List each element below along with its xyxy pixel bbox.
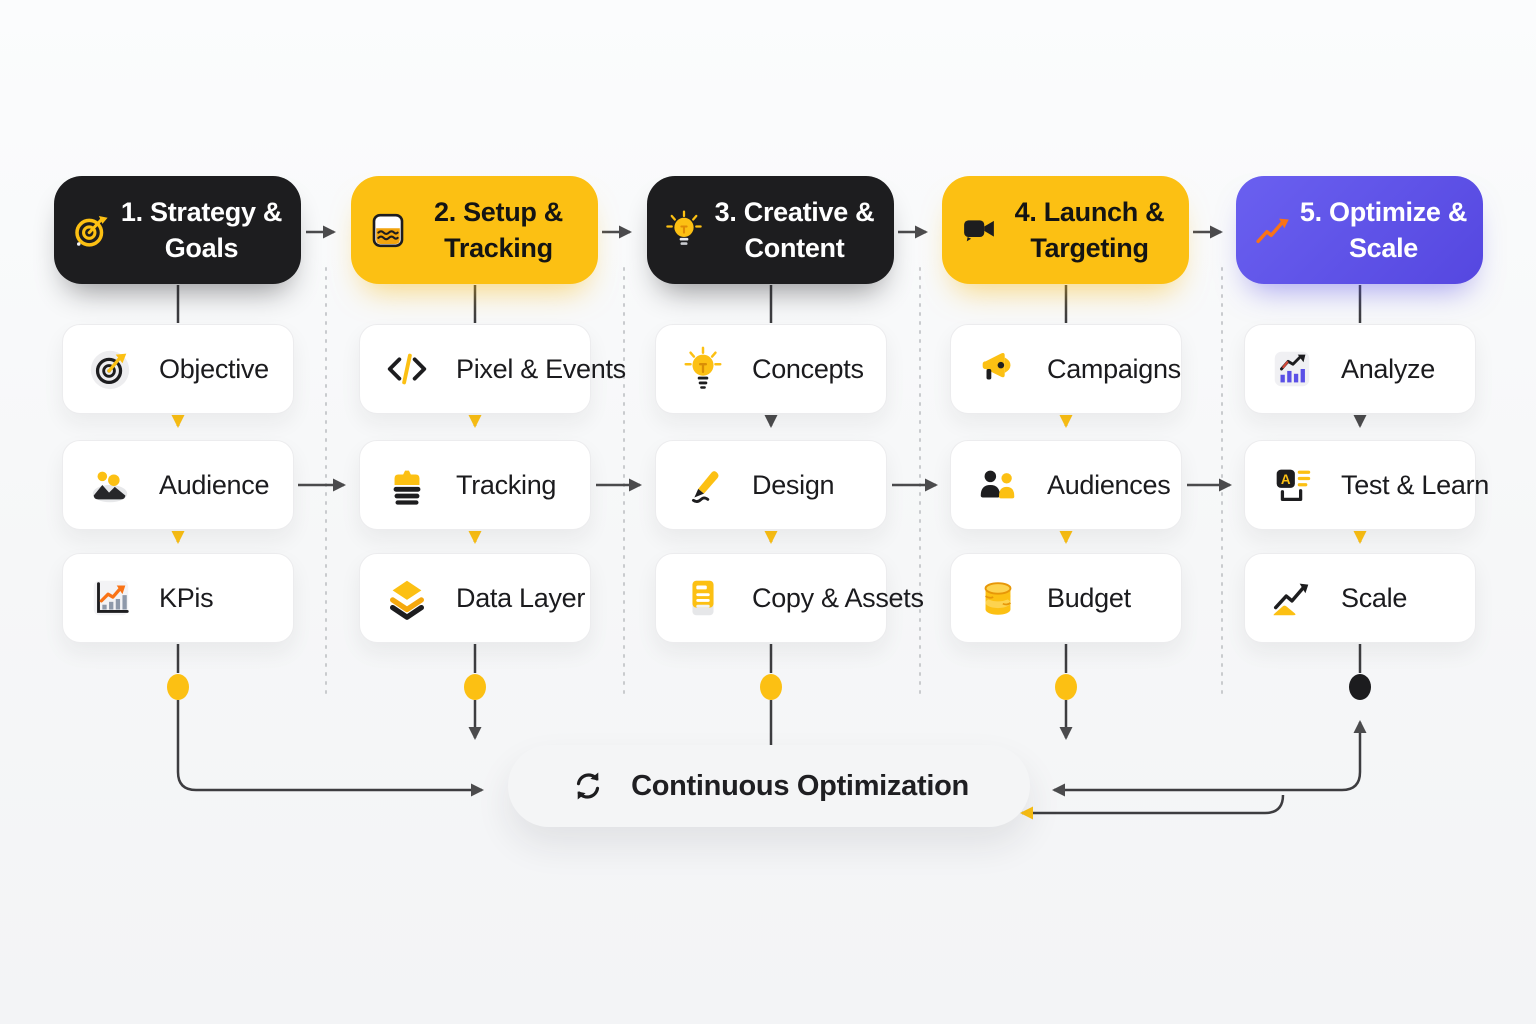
node-analyze: Analyze [1244,324,1476,414]
container-waves-icon [367,209,409,251]
header-creative-content: 3. Creative & Content [647,176,894,284]
node-label: Tracking [456,469,557,500]
header-strategy-goals: 1. Strategy & Goals [54,176,301,284]
megaphone-icon [975,346,1021,392]
audience-people-icon [87,462,133,508]
node-tracking: Tracking [359,440,591,530]
node-campaigns: Campaigns [950,324,1182,414]
growth-arrow-icon [1269,575,1315,621]
node-label: Data Layer [456,582,586,613]
node-label: Analyze [1341,353,1435,384]
loop-from-col1 [176,700,484,797]
node-design: Design [655,440,887,530]
lightbulb-icon [663,209,705,251]
node-concepts: Concepts [655,324,887,414]
header-stems [176,285,1362,323]
node-label: Budget [1047,582,1131,613]
node-audience: Audience [62,440,294,530]
node-objective: Objective [62,324,294,414]
pencil-icon [680,462,726,508]
refresh-icon [569,767,607,805]
header-label: 2. Setup & Tracking [433,196,564,263]
node-label: Concepts [752,353,864,384]
kpi-bar-chart-icon [87,575,133,621]
header-optimize-scale: 5. Optimize & Scale [1236,176,1483,284]
header-launch-targeting: 4. Launch & Targeting [942,176,1189,284]
node-label: Audiences [1047,469,1171,500]
trend-up-icon [1252,209,1294,251]
node-data-layer: Data Layer [359,553,591,643]
node-label: Test & Learn [1341,469,1489,500]
dot-stems [176,644,1362,673]
idea-bulb-icon [680,346,726,392]
node-budget: Budget [950,553,1182,643]
flow-dots [167,674,1371,700]
loop-to-col5 [1052,720,1367,797]
continuous-optimization-pill: Continuous Optimization [508,745,1030,827]
loop-connectors [176,700,1367,820]
node-label: Scale [1341,582,1408,613]
node-pixel-events: Pixel & Events [359,324,626,414]
two-people-icon [975,462,1021,508]
flow-dot [464,674,486,700]
loop-label: Continuous Optimization [631,769,969,802]
objective-target-icon [87,346,133,392]
node-label: Objective [159,353,269,384]
node-kpis: KPis [62,553,294,643]
flow-dot [760,674,782,700]
node-label: Copy & Assets [752,582,924,613]
header-setup-tracking: 2. Setup & Tracking [351,176,598,284]
node-label: Design [752,469,835,500]
coins-icon [975,575,1021,621]
code-tag-icon [384,346,430,392]
node-audiences: Audiences [950,440,1182,530]
target-dart-icon [70,209,112,251]
node-label: Pixel & Events [456,353,626,384]
row1-row2-arrows [171,415,1367,428]
flow-dot [1055,674,1077,700]
document-icon [680,575,726,621]
node-label: Campaigns [1047,353,1181,384]
ab-test-icon: A [1269,462,1315,508]
loop-return-line [1020,794,1285,820]
header-label: 1. Strategy & Goals [120,196,283,263]
node-label: KPis [159,582,214,613]
flow-dot [167,674,189,700]
video-camera-icon [958,209,1000,251]
node-label: Audience [159,469,270,500]
header-label: 5. Optimize & Scale [1299,196,1468,263]
node-test-learn: A Test & Learn [1244,440,1489,530]
tracking-stack-icon [384,462,430,508]
header-label: 4. Launch & Targeting [1014,196,1165,263]
node-scale: Scale [1244,553,1476,643]
header-label: 3. Creative & Content [714,196,875,263]
row2-row3-arrows [171,531,1367,544]
flow-dot-dark [1349,674,1371,700]
svg-text:A: A [1281,472,1291,487]
layers-icon [384,575,430,621]
analytics-chart-icon [1269,346,1315,392]
node-copy-assets: Copy & Assets [655,553,924,643]
